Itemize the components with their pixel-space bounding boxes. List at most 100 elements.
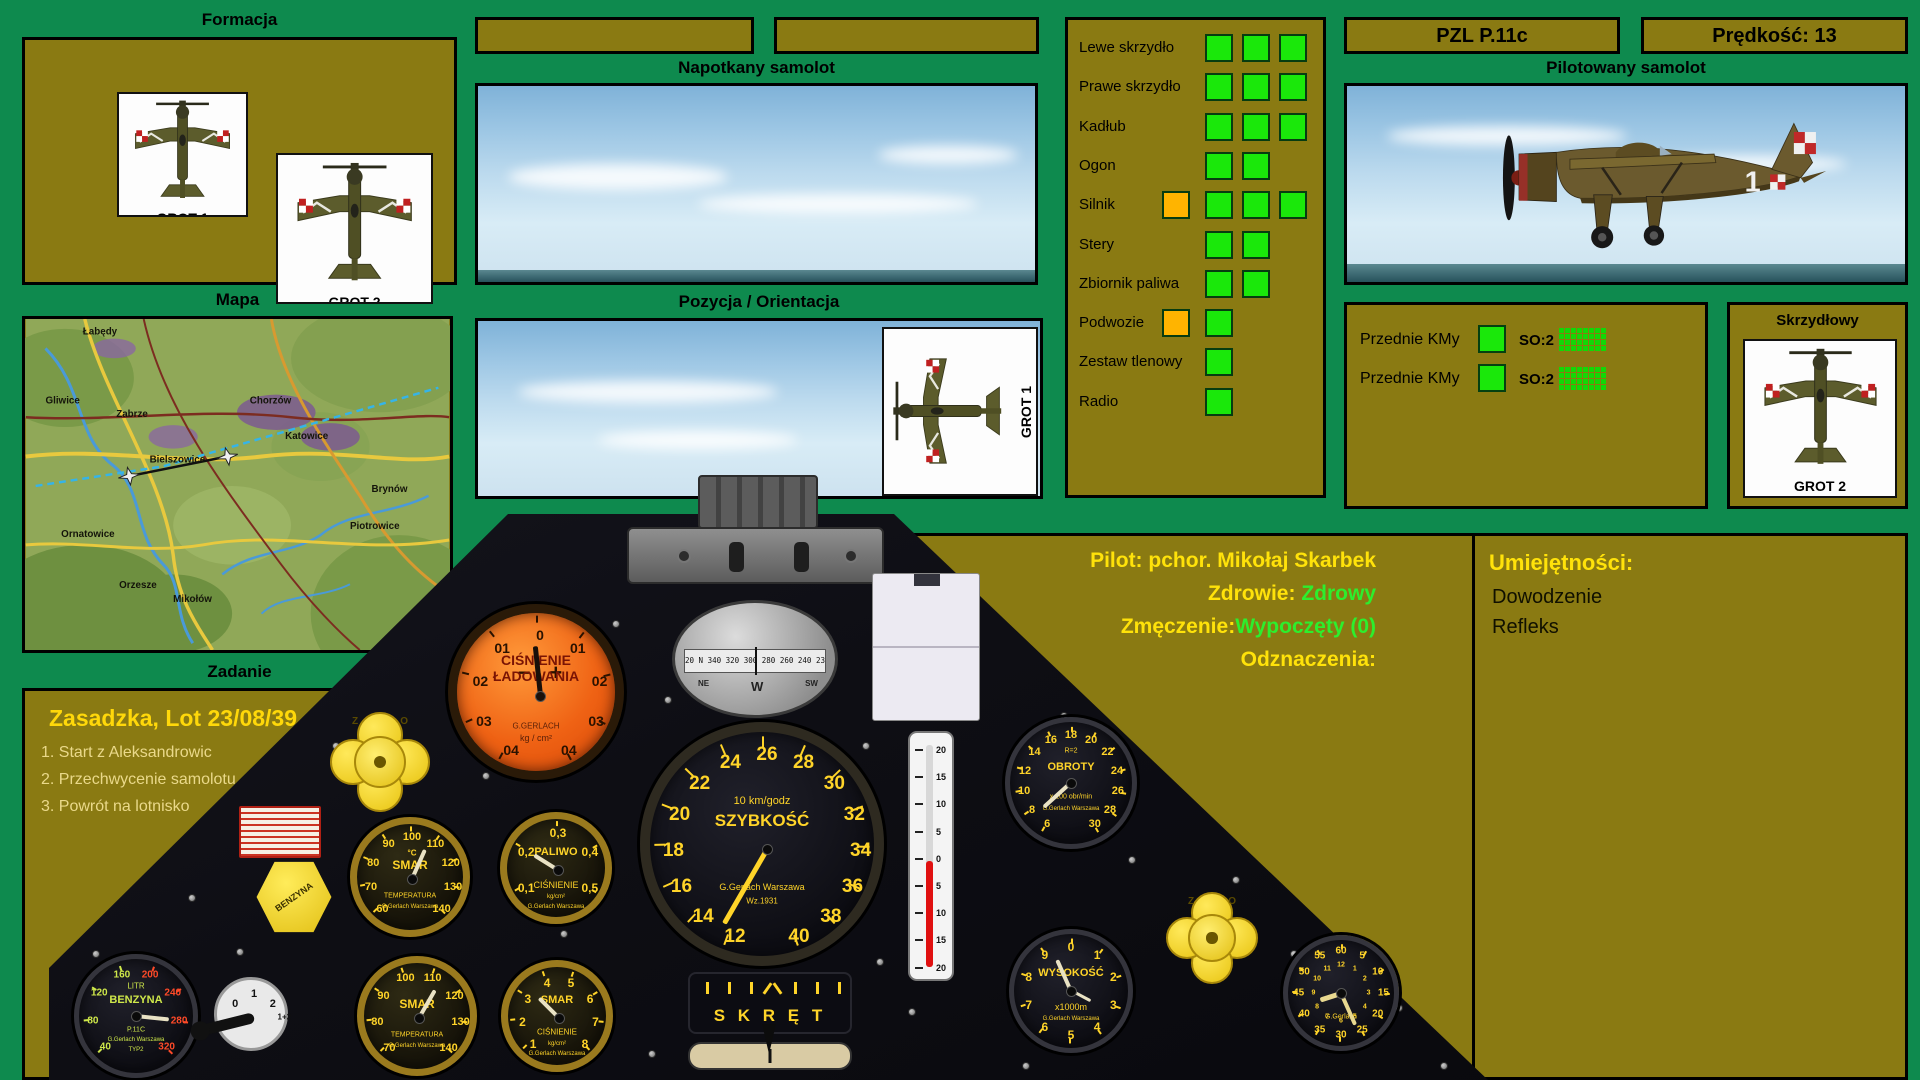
damage-cell <box>1242 73 1270 102</box>
plane-top-view-icon <box>133 94 232 210</box>
map-place-label: Mikołów <box>173 594 212 605</box>
damage-part-label: Radio <box>1079 392 1119 410</box>
mission-step: 2. Przechwycenie samolotu <box>41 771 236 788</box>
wingman-plane-card: GROT 2 <box>1743 339 1897 498</box>
mission-step: 3. Powrót na lotnisko <box>41 798 190 815</box>
map-title: Mapa <box>215 290 260 309</box>
weapon-label: Przednie KMy <box>1360 331 1460 348</box>
damage-cell <box>1205 348 1233 377</box>
encountered-title: Napotkany samolot <box>678 58 835 77</box>
plane-callsign: GROT 1 <box>156 210 208 215</box>
thermometer-scale-label: 10 <box>936 908 947 919</box>
ammo-type-label: SO:2 <box>1519 371 1555 388</box>
boost-pressure-gauge: 00102030401020304−+CIŚNIENIEŁADOWANIAG.G… <box>448 604 624 780</box>
wingman-plane-map-icon <box>216 446 238 467</box>
formation-plane-card-1: GROT 1 <box>117 92 248 217</box>
skill-item: Refleks <box>1492 616 1559 638</box>
rivet-icon <box>876 958 884 966</box>
skills-title: Umiejętności: <box>1489 550 1634 575</box>
mission-name: Zasadzka, Lot 23/08/39 <box>49 705 298 731</box>
ammo-belt-grid <box>1559 328 1606 351</box>
damage-cell <box>1162 309 1190 338</box>
thermometer-mercury <box>926 861 933 967</box>
damage-cell <box>1205 112 1233 141</box>
damage-cell <box>1242 269 1270 298</box>
map-place-label: Ornatowice <box>61 529 115 540</box>
data-placard <box>872 573 980 721</box>
damage-part-label: Podwozie <box>1079 314 1145 332</box>
weapon-status-cell <box>1478 364 1506 392</box>
map-place-label: Zabrze <box>116 409 148 420</box>
damage-part-label: Stery <box>1079 235 1115 253</box>
damage-cell <box>1205 73 1233 102</box>
thermometer-tube <box>926 745 933 967</box>
turn-indicator: S K R Ę T <box>688 972 852 1034</box>
fuel-selector-position: 1 <box>250 988 258 1001</box>
rivet-icon <box>92 950 100 958</box>
damage-cell <box>1205 230 1233 259</box>
top-info-box-1 <box>475 17 754 54</box>
map-image: ŁabędyGliwiceZabrzeBielszowiceChorzówKat… <box>25 319 450 650</box>
map-place-label: Gliwice <box>45 395 80 406</box>
gun-ring-icon <box>677 549 691 563</box>
plane-callsign: GROT 2 <box>1793 477 1847 494</box>
fuel-selector-position: 2 <box>269 997 276 1010</box>
thermometer-scale-label: 20 <box>936 745 947 755</box>
gun-grip-icon <box>794 542 809 572</box>
speed-indicator-box: Prędkość: 13 <box>1641 17 1908 54</box>
piloted-title: Pilotowany samolot <box>1546 58 1706 77</box>
damage-part-label: Prawe skrzydło <box>1079 78 1181 96</box>
rivet-icon <box>482 772 490 780</box>
rivet-icon <box>908 1008 916 1016</box>
thermometer-scale-label: 0 <box>936 853 942 864</box>
damage-part-label: Zbiornik paliwa <box>1079 274 1180 292</box>
map-place-label: Brynów <box>372 484 408 495</box>
plane-callsign: GROT 1 <box>1018 385 1034 438</box>
damage-cell <box>1162 191 1190 220</box>
damage-part-label: Lewe skrzydło <box>1079 39 1175 56</box>
rivet-icon <box>664 696 672 704</box>
rivet-icon <box>1232 876 1240 884</box>
map-place-label: Katowice <box>285 431 329 442</box>
damage-cell <box>1279 34 1307 62</box>
plane-top-view-icon <box>295 155 414 294</box>
damage-part-label: Kadłub <box>1079 117 1126 135</box>
rivet-icon <box>648 1050 656 1058</box>
gun-ring-icon <box>844 549 858 563</box>
damage-cell <box>1279 191 1307 220</box>
health-label: Zdrowie: <box>1207 582 1296 605</box>
position-plane-card: GROT 1 <box>882 327 1038 496</box>
fuel-valve-knob[interactable]: BENZYNA <box>256 861 332 933</box>
rivet-icon <box>862 742 870 750</box>
encountered-view <box>475 83 1038 285</box>
plane-callsign: GROT 2 <box>328 294 381 304</box>
damage-cell <box>1242 112 1270 141</box>
fuel-valve-label: BENZYNA <box>273 880 315 914</box>
thermometer-scale-label: 5 <box>936 881 942 891</box>
ammo-belt-grid <box>1559 367 1606 390</box>
health-value: Zdrowy <box>1301 582 1376 605</box>
damage-cell <box>1205 309 1233 338</box>
rivet-icon <box>1128 856 1136 864</box>
wingman-panel: Skrzydłowy GROT 2 <box>1727 302 1908 509</box>
damage-cell <box>1242 191 1270 220</box>
thermometer-scale-label: 20 <box>936 962 947 973</box>
weapon-status-cell <box>1478 325 1506 353</box>
map-place-label: Orzesze <box>119 580 157 591</box>
damage-part-label: Zestaw tlenowy <box>1079 353 1183 371</box>
fatigue-value: Wypoczęty (0) <box>1235 615 1376 638</box>
damage-cell <box>1279 73 1307 102</box>
slip-pendulum-icon <box>762 1024 776 1054</box>
